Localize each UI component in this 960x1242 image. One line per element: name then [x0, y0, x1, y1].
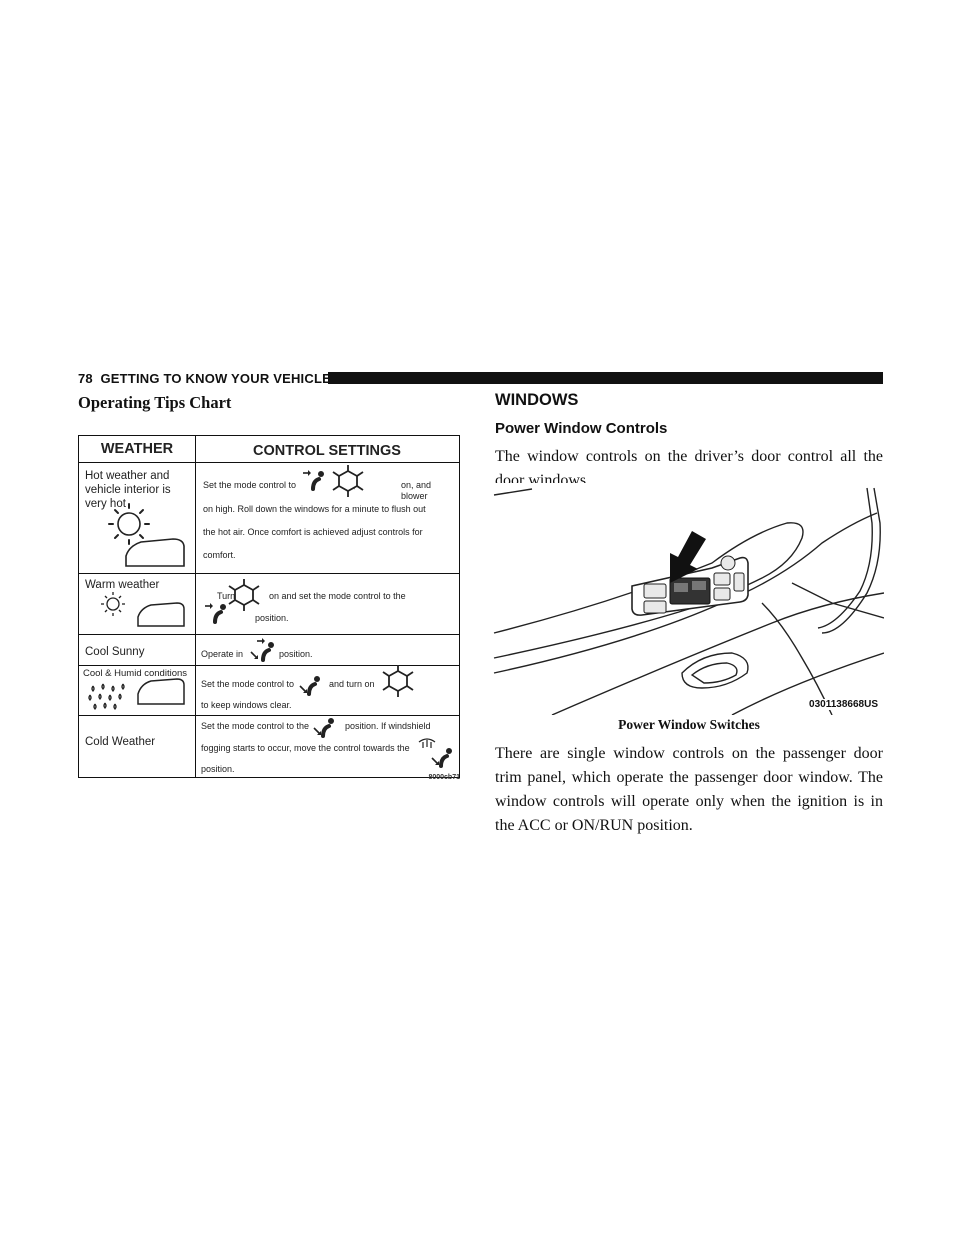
snowflake-icon — [382, 665, 414, 697]
settings-cool-sunny: Operate in position. — [201, 649, 451, 660]
settings-text: on and set the mode control to the — [269, 591, 406, 601]
settings-hot: Set the mode control to , on, and blower… — [203, 480, 453, 561]
passenger-window-paragraph: There are single window controls on the … — [495, 745, 883, 834]
chart-grid: WEATHER CONTROL SETTINGS Hot weather and… — [78, 435, 460, 778]
settings-text: position. If windshield — [345, 721, 431, 731]
weather-cool-humid: Cool & Humid conditions — [83, 668, 188, 679]
sun-icon — [108, 503, 150, 545]
settings-text: on high. Roll down the windows for a min… — [203, 504, 426, 514]
settings-text: the hot air. Once comfort is achieved ad… — [203, 527, 423, 537]
power-window-switches-illustration: 0301138668US — [492, 483, 885, 716]
chart-figure-code: 8000cb71 — [428, 774, 460, 781]
floor-vent-icon — [299, 676, 320, 696]
defrost-icon — [418, 738, 452, 768]
snowflake-icon — [332, 465, 364, 497]
settings-text: comfort. — [203, 550, 236, 560]
page-number: 78 — [78, 371, 93, 386]
floor-vent-icon — [313, 718, 334, 738]
bi-level-vent-icon — [250, 638, 274, 662]
running-header: 78 GETTING TO KNOW YOUR VEHICLE — [78, 371, 331, 386]
rain-drops-icon — [88, 683, 125, 710]
settings-column-header: CONTROL SETTINGS — [253, 443, 401, 459]
weather-warm: Warm weather — [85, 579, 160, 591]
settings-text: Set the mode control to — [203, 480, 297, 490]
sun-icon — [101, 592, 125, 616]
settings-text: Operate in — [201, 649, 244, 659]
panel-vent-icon — [303, 470, 324, 491]
settings-warm: Turn on and set the mode control to the … — [217, 591, 457, 623]
row-divider — [79, 573, 459, 574]
weather-cool-sunny: Cool Sunny — [85, 646, 145, 658]
operating-tips-chart: WEATHER CONTROL SETTINGS Hot weather and… — [78, 435, 460, 781]
settings-text: on, and blower — [401, 480, 432, 501]
settings-text: Set the mode control to — [201, 679, 295, 689]
settings-cold: Set the mode control to the position. If… — [201, 721, 455, 775]
settings-text: Turn — [217, 591, 236, 601]
settings-text: position. — [279, 649, 313, 659]
weather-column-header: WEATHER — [100, 441, 174, 457]
settings-text: to keep windows clear. — [201, 700, 292, 710]
windows-heading: WINDOWS — [495, 391, 579, 409]
settings-text: position. — [201, 764, 235, 774]
row-divider — [79, 634, 459, 635]
row-divider — [79, 665, 459, 666]
weather-cold: Cold Weather — [85, 736, 156, 748]
photo-figure-code: 0301138668US — [807, 699, 880, 710]
header-rule — [328, 372, 883, 384]
hot-car-icon — [137, 602, 185, 627]
settings-text: Set the mode control to the — [201, 721, 310, 731]
row-divider — [79, 462, 459, 463]
snowflake-icon — [228, 579, 260, 611]
column-divider — [195, 436, 196, 777]
panel-vent-icon — [205, 603, 226, 624]
figure-caption: Power Window Switches — [618, 717, 760, 732]
settings-text: , — [353, 480, 356, 490]
hot-car-icon — [137, 678, 185, 705]
door-panel-drawing — [492, 483, 885, 716]
settings-text: position. — [255, 613, 289, 623]
settings-cool-humid: Set the mode control to and turn on to k… — [201, 679, 451, 711]
operating-tips-title: Operating Tips Chart — [78, 393, 232, 412]
section-title: GETTING TO KNOW YOUR VEHICLE — [100, 371, 331, 386]
settings-text: and turn on — [329, 679, 375, 689]
hot-car-icon — [125, 538, 185, 567]
weather-hot: Hot weather and vehicle interior is very… — [85, 470, 171, 510]
arrow-icon — [670, 531, 706, 583]
settings-text: fogging starts to occur, move the contro… — [201, 743, 410, 753]
row-divider — [79, 715, 459, 716]
power-window-controls-heading: Power Window Controls — [495, 420, 668, 437]
